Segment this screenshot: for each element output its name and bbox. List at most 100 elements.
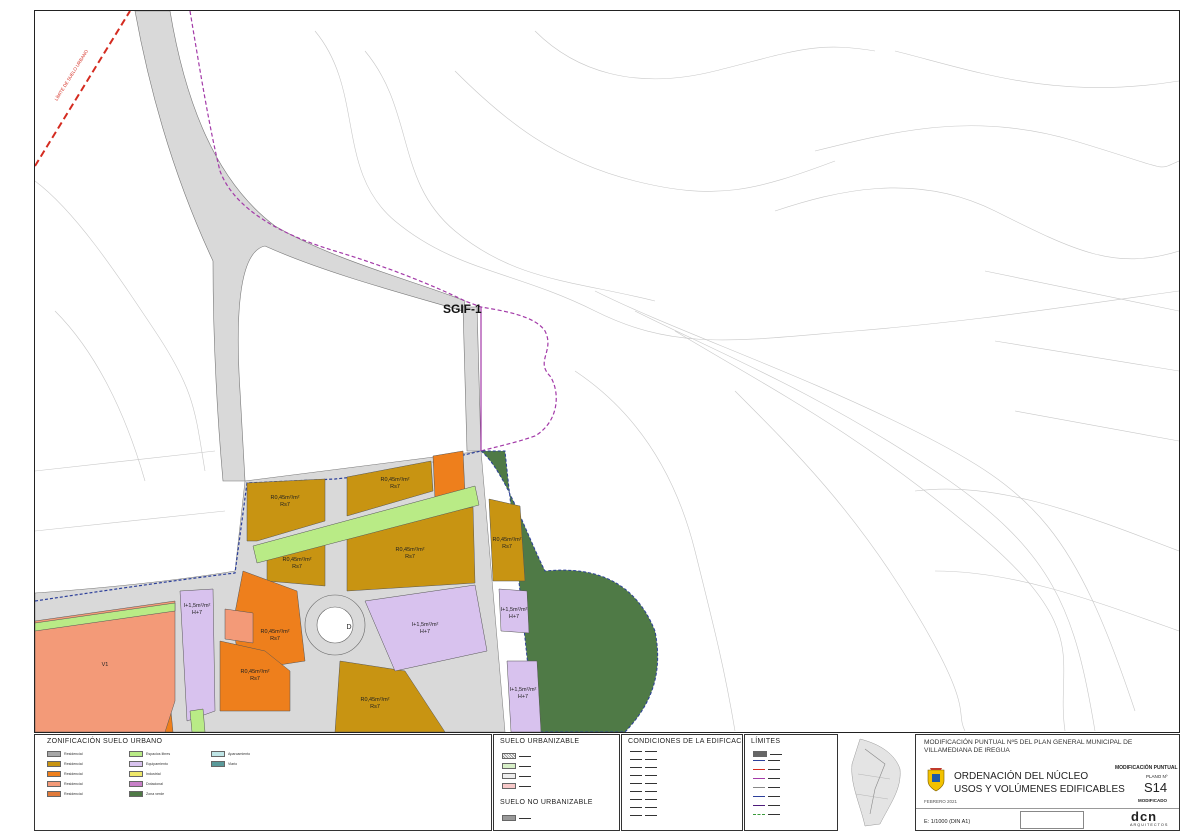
roundabout-center <box>316 606 354 644</box>
sgif-label: SGIF-1 <box>443 302 482 316</box>
parcel-label: R0,45m²/m² <box>260 629 289 635</box>
plano-label: PLANO Nº <box>1146 774 1168 779</box>
parcel-label: R0,45m²/m² <box>270 495 299 501</box>
legend-item: Espacios libres <box>129 751 170 757</box>
legend-swatch <box>129 751 143 757</box>
title-block: MODIFICACIÓN PUNTUAL Nº5 DEL PLAN GENERA… <box>915 734 1180 831</box>
legend-swatch <box>129 781 143 787</box>
location-map-drawing <box>851 738 901 827</box>
legend-item-label: Residencial <box>64 772 83 776</box>
legend-item: Residencial <box>47 791 83 797</box>
parcel-label: R0,45m²/m² <box>380 477 409 483</box>
parcel-label: R0,45m²/m² <box>395 547 424 553</box>
parcel-label: I+1,5m²/m² <box>501 607 528 613</box>
legend-limites: LÍMITES <box>744 734 838 831</box>
parcel-sublabel: Rs7 <box>270 636 280 642</box>
parcel-l2[interactable] <box>364 584 488 672</box>
parcel-label: R0,45m²/m² <box>492 537 521 543</box>
green-strip-2 <box>35 602 176 632</box>
parcel-o3[interactable] <box>219 640 291 712</box>
legend-title-2: SUELO NO URBANIZABLE <box>500 799 593 806</box>
parcel-salmon[interactable] <box>35 600 176 732</box>
parcel-r6[interactable] <box>334 660 446 732</box>
green-strip-1 <box>252 485 480 564</box>
mod-label: MODIFICACIÓN PUNTUAL <box>1115 765 1178 771</box>
parcel-sublabel: Rs7 <box>390 484 400 490</box>
parcel-r2[interactable] <box>346 460 434 517</box>
title-header: MODIFICACIÓN PUNTUAL Nº5 DEL PLAN GENERA… <box>924 739 1133 754</box>
title-date: FEBRERO 2021 <box>924 799 958 804</box>
signature-box <box>1020 811 1084 829</box>
legend-item: Residencial <box>47 761 83 767</box>
title-line1: ORDENACIÓN DEL NÚCLEO <box>954 771 1089 782</box>
legend-item-label: Espacios libres <box>146 752 171 756</box>
parcel-sublabel: Rs7 <box>370 704 380 710</box>
parcel-l1[interactable] <box>179 588 216 722</box>
parcel-label: V1 <box>102 662 109 668</box>
parcel-r5[interactable] <box>488 498 526 582</box>
legend-swatch <box>211 751 225 757</box>
scale-label: E: 1/1000 (DIN A1) <box>924 819 971 825</box>
legend-item: Zona verde <box>129 791 164 797</box>
municipal-shield-icon <box>927 768 945 792</box>
legend-item: Residencial <box>47 781 83 787</box>
parcels: D R0,45m²/m² Rs7 R0,45m²/m² Rs7 R0,45m²/… <box>35 450 542 732</box>
topographic-lines <box>35 30 1179 732</box>
legend-item-label: Aparcamiento <box>228 752 251 756</box>
road-sgif <box>462 306 482 452</box>
legend-item-label: Industrial <box>146 772 161 776</box>
location-map <box>840 734 912 829</box>
parcel-l3[interactable] <box>498 588 530 634</box>
firm-sub: ARQUITECTOS <box>1130 823 1169 827</box>
map-canvas[interactable]: LÍMITE DE SUELO URBANO SGIF-1 <box>34 10 1180 733</box>
parcel-label: I+1,5m²/m² <box>510 687 537 693</box>
legend-item-label: Residencial <box>64 752 83 756</box>
legend-urbanizable: SUELO URBANIZABLE SUELO NO URBANIZABLE <box>493 734 620 831</box>
parcel-sublabel: H+7 <box>420 629 430 635</box>
parcel-sublabel: Rs7 <box>250 676 260 682</box>
legend-item: Dotacional <box>129 781 163 787</box>
legend-swatch <box>129 771 143 777</box>
green-strip-3 <box>189 708 206 732</box>
parcel-l4[interactable] <box>506 660 542 732</box>
legend-item: Residencial <box>47 751 83 757</box>
plano-number: S14 <box>1144 780 1168 795</box>
legend-title: SUELO URBANIZABLE <box>500 738 580 745</box>
roundabout-label: D <box>346 624 351 631</box>
blue-boundary <box>35 450 482 602</box>
parcel-salmon-small[interactable] <box>224 608 254 644</box>
legend-item-label: Residencial <box>64 762 83 766</box>
legend-swatch <box>47 781 61 787</box>
legend-swatch <box>47 751 61 757</box>
legend-title: LÍMITES <box>751 738 781 745</box>
parcel-sublabel: Rs7 <box>405 554 415 560</box>
forest-zone <box>479 450 659 732</box>
legend-condiciones: CONDICIONES DE LA EDIFICACIÓN <box>621 734 755 831</box>
legend-item: Industrial <box>129 771 161 777</box>
title-line2: USOS Y VOLÚMENES EDIFICABLES <box>954 784 1125 795</box>
map-drawing: LÍMITE DE SUELO URBANO SGIF-1 <box>35 11 1179 732</box>
legend-swatch <box>129 761 143 767</box>
divider <box>916 808 1179 809</box>
legend-item: Aparcamiento <box>211 751 250 757</box>
legend-item-label: Viario <box>228 762 238 766</box>
parcel-r1[interactable] <box>246 478 326 542</box>
legend-item-label: Residencial <box>64 792 83 796</box>
parcel-sublabel: Rs7 <box>292 564 302 570</box>
red-boundary-label: LÍMITE DE SUELO URBANO <box>53 48 90 102</box>
parcel-sublabel: H+7 <box>192 610 202 616</box>
legend-title: CONDICIONES DE LA EDIFICACIÓN <box>628 738 755 745</box>
parcel-sublabel: Rs7 <box>280 502 290 508</box>
parcel-sublabel: Rs7 <box>502 544 512 550</box>
legend-item-label: Equipamiento <box>146 762 168 766</box>
legend-title: ZONIFICACIÓN SUELO URBANO <box>47 738 163 745</box>
legend-item-label: Zona verde <box>146 792 165 796</box>
purple-boundary <box>189 11 557 452</box>
parcel-label: R0,45m²/m² <box>360 697 389 703</box>
legend-swatch <box>129 791 143 797</box>
legend-item: Equipamiento <box>129 761 168 767</box>
legend-swatch <box>47 761 61 767</box>
plano-status: MODIFICADO <box>1138 798 1167 803</box>
